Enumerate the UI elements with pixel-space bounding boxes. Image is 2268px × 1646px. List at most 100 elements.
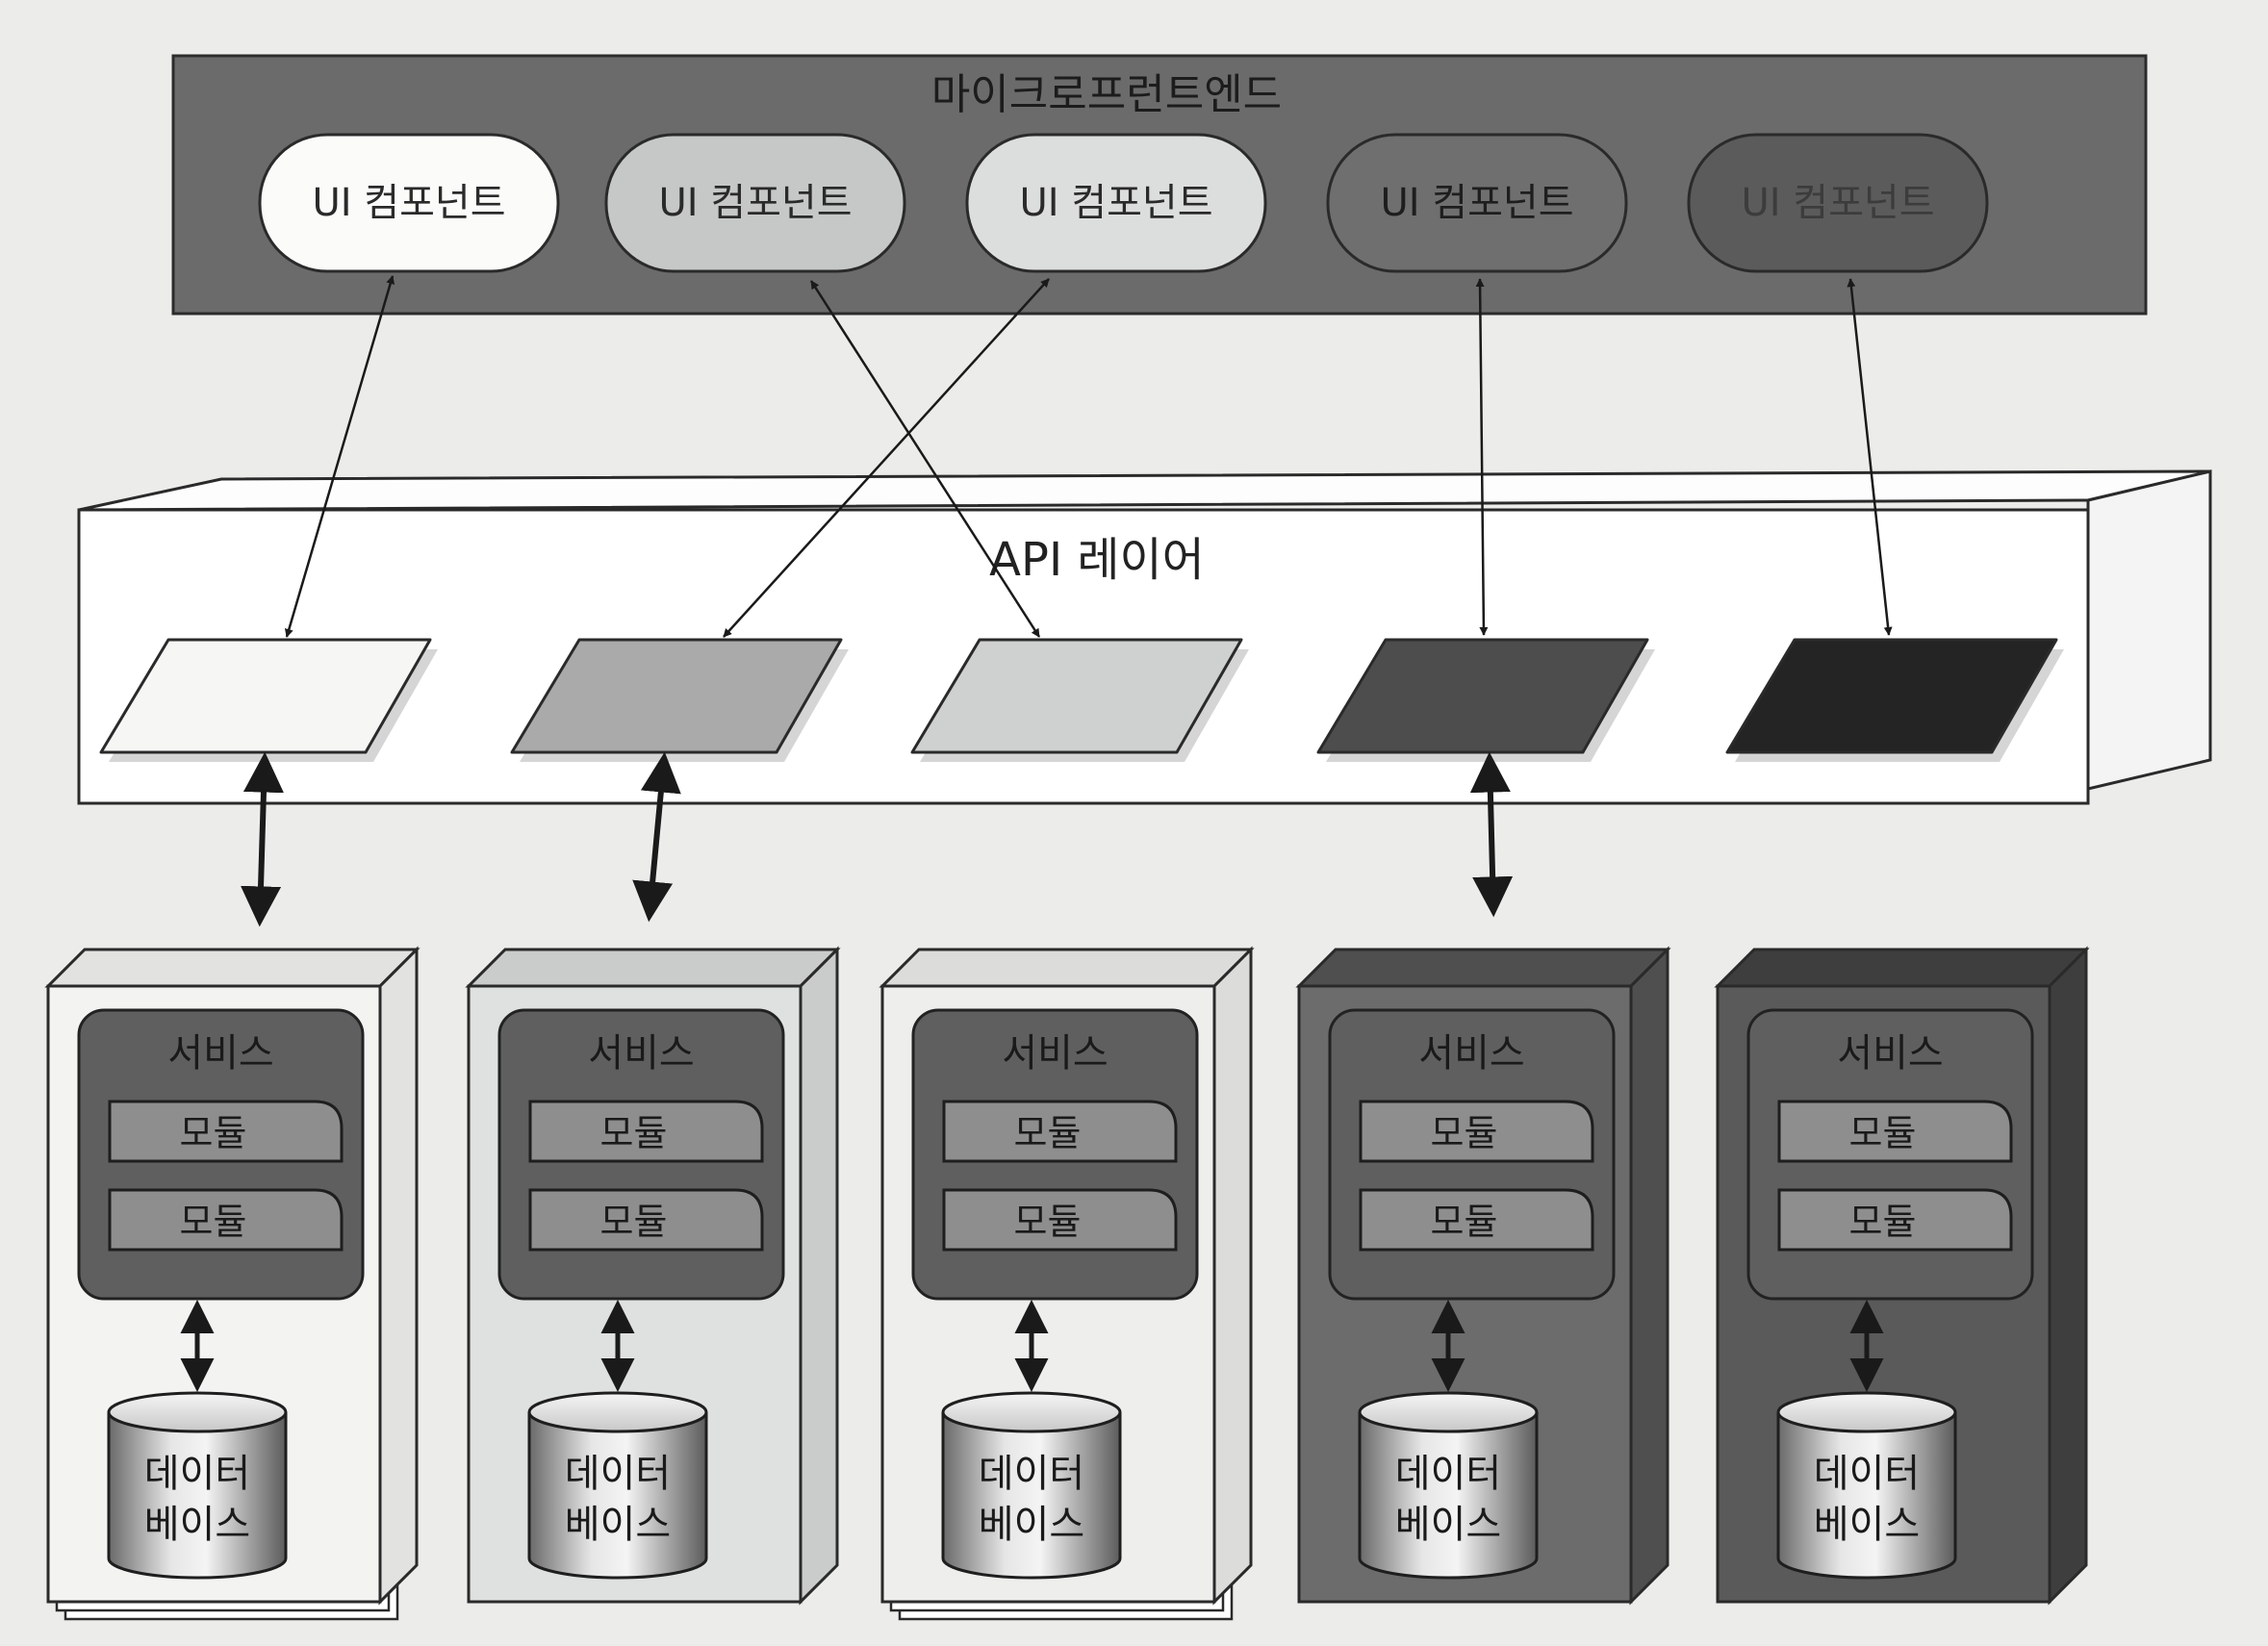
ui-api-connector-4 — [1475, 278, 1489, 636]
ui-api-connector-3 — [723, 278, 1050, 638]
ui-component-label: UI 컴포넌트 — [1020, 181, 1213, 225]
service-label: 서비스 — [588, 1031, 694, 1076]
database-body — [1358, 1412, 1539, 1580]
module-label: 모듈 — [1849, 1112, 1917, 1154]
module-1: 모듈 — [1777, 1100, 2013, 1163]
ui-component-label: UI 컴포넌트 — [313, 181, 506, 225]
service-box-side — [1629, 946, 1669, 1606]
ui-components: UI 컴포넌트 UI 컴포넌트 UI 컴포넌트 UI 컴포넌트 UI 컴포넌트 — [258, 133, 1989, 273]
module-shape — [528, 1100, 764, 1163]
database-body — [1776, 1412, 1957, 1580]
ui-component-shape — [965, 133, 1267, 273]
microfrontend-title: 마이크로프런트엔드 — [931, 70, 1282, 119]
module-2: 모듈 — [942, 1188, 1178, 1252]
module-2: 모듈 — [1777, 1188, 2013, 1252]
ui-component-1: UI 컴포넌트 — [258, 133, 560, 273]
database-label-line-1: 데이터 — [1814, 1452, 1920, 1496]
ui-api-connector-5 — [1847, 278, 1893, 636]
module-shape — [1359, 1100, 1594, 1163]
module-label: 모듈 — [1849, 1201, 1917, 1243]
service-box-top — [879, 948, 1255, 988]
module-shape — [108, 1188, 344, 1252]
database-label-line-2: 베이스 — [1814, 1503, 1920, 1547]
api-endpoint-shape — [510, 638, 843, 754]
module-1: 모듈 — [1359, 1100, 1594, 1163]
service-label: 서비스 — [1002, 1031, 1108, 1076]
service-label: 서비스 — [1418, 1031, 1524, 1076]
ui-api-connector-1 — [284, 275, 395, 638]
api-endpoint-3 — [910, 638, 1249, 762]
ui-component-shape — [1326, 133, 1628, 273]
module-shape — [108, 1100, 344, 1163]
ui-component-shape — [604, 133, 906, 273]
ui-component-3: UI 컴포넌트 — [965, 133, 1267, 273]
service-box-side — [1212, 946, 1253, 1606]
module-label: 모듈 — [180, 1201, 247, 1243]
module-shape — [528, 1188, 764, 1252]
service-box-top — [1295, 948, 1671, 988]
api-service-connector-1 — [241, 751, 284, 927]
api-endpoint-2 — [510, 638, 849, 762]
api-endpoint-shape — [910, 638, 1243, 754]
module-1: 모듈 — [942, 1100, 1178, 1163]
ui-component-shape — [1687, 133, 1989, 273]
database-label-line-1: 데이터 — [565, 1452, 671, 1496]
service-label: 서비스 — [1837, 1031, 1943, 1076]
module-shape — [942, 1100, 1178, 1163]
api-endpoint-1 — [99, 638, 438, 762]
database-top — [107, 1391, 288, 1433]
module-1: 모듈 — [528, 1100, 764, 1163]
module-label: 모듈 — [1014, 1201, 1082, 1243]
database-body — [527, 1412, 708, 1580]
ui-component-label: UI 컴포넌트 — [1742, 181, 1935, 225]
ui-component-label: UI 컴포넌트 — [1381, 181, 1574, 225]
ui-component-label: UI 컴포넌트 — [659, 181, 853, 225]
module-shape — [1777, 1100, 2013, 1163]
api-layer-side — [2086, 469, 2212, 791]
module-label: 모듈 — [1431, 1112, 1498, 1154]
database-top — [1358, 1391, 1539, 1433]
ui-component-4: UI 컴포넌트 — [1326, 133, 1628, 273]
module-label: 모듈 — [1014, 1112, 1082, 1154]
ui-component-5: UI 컴포넌트 — [1687, 133, 1989, 273]
ui-component-2: UI 컴포넌트 — [604, 133, 906, 273]
service-box-side — [799, 946, 839, 1606]
module-shape — [1359, 1188, 1594, 1252]
api-endpoints — [99, 638, 2064, 762]
service-box-top — [1714, 948, 2090, 988]
api-layer-top — [78, 469, 2211, 512]
database-label-line-1: 데이터 — [144, 1452, 250, 1496]
service-box-side — [378, 946, 419, 1606]
database-top — [941, 1391, 1122, 1433]
api-service-connector-2 — [632, 751, 681, 923]
api-service-connector-3 — [1469, 751, 1514, 918]
module-2: 모듈 — [528, 1188, 764, 1252]
service-box-side — [2048, 946, 2088, 1606]
api-endpoint-4 — [1316, 638, 1655, 762]
api-endpoint-shape — [1725, 638, 2058, 754]
api-layer-title: API 레이어 — [989, 533, 1205, 587]
connectors — [241, 275, 1893, 927]
module-shape — [942, 1188, 1178, 1252]
database-label-line-2: 베이스 — [565, 1503, 671, 1547]
database-label-line-2: 베이스 — [979, 1503, 1084, 1547]
service-box-top — [44, 948, 420, 988]
module-label: 모듈 — [600, 1201, 668, 1243]
service-columns: 서비스모듈모듈데이터베이스서비스모듈모듈데이터베이스서비스모듈모듈데이터베이스서… — [44, 946, 2090, 1621]
module-2: 모듈 — [1359, 1188, 1594, 1252]
database-top — [527, 1391, 708, 1433]
database-body — [107, 1412, 288, 1580]
ui-component-shape — [258, 133, 560, 273]
service-label: 서비스 — [167, 1031, 273, 1076]
module-label: 모듈 — [1431, 1201, 1498, 1243]
service-box-top — [465, 948, 841, 988]
